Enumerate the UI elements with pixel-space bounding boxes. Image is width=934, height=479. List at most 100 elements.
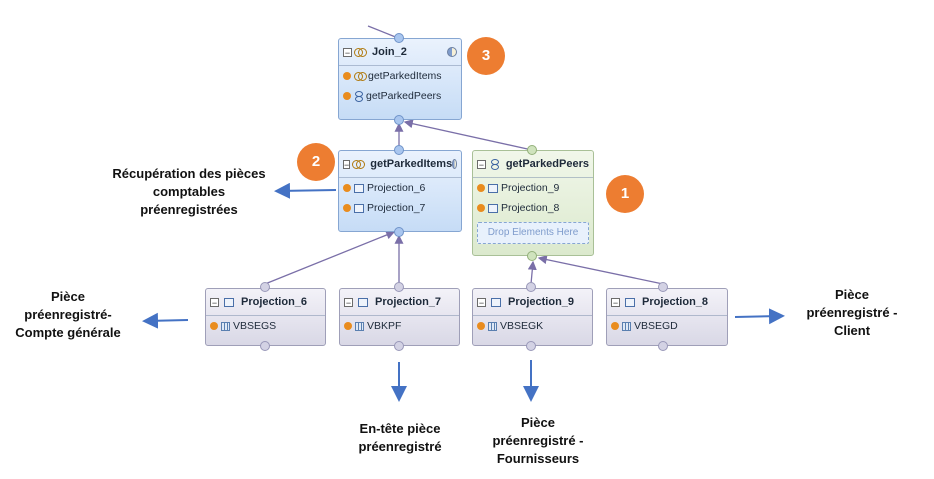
annotation-recuperation: Récupération des pièces comptables préen… <box>104 165 274 219</box>
projection-7-top-port[interactable] <box>394 282 404 292</box>
input-row[interactable]: Projection_7 <box>339 198 461 218</box>
projection-7-node[interactable]: − Projection_7 VBKPF <box>339 288 460 346</box>
join-type-icon <box>452 159 457 169</box>
annotation-line: Compte générale <box>15 325 121 340</box>
projection-8-node[interactable]: − Projection_8 VBSEGD <box>606 288 728 346</box>
join-bottom-port[interactable] <box>394 115 404 125</box>
collapse-icon[interactable]: − <box>477 159 486 170</box>
arrow-recuperation <box>274 182 337 199</box>
annotation-line: Récupération des pièces <box>112 166 266 181</box>
projection-8-bottom-port[interactable] <box>658 341 668 351</box>
collapse-icon[interactable]: − <box>343 47 352 58</box>
join-icon <box>354 47 367 57</box>
node-title: Projection_8 <box>642 296 709 308</box>
table-row[interactable]: VBKPF <box>340 316 459 336</box>
output-dot-icon <box>343 184 351 192</box>
join-input-row[interactable]: getParkedPeers <box>339 86 461 106</box>
annotation-line: Fournisseurs <box>496 451 580 466</box>
node-title: Projection_9 <box>508 296 575 308</box>
projection-icon <box>625 297 635 307</box>
peers-icon <box>354 90 363 102</box>
step-badge-1: 1 <box>606 175 644 213</box>
collapse-icon[interactable]: − <box>210 297 219 308</box>
join-type-icon <box>447 47 457 57</box>
projection-9-top-port[interactable] <box>526 282 536 292</box>
node-title: Join_2 <box>372 46 407 58</box>
projection-icon <box>224 297 234 307</box>
input-row[interactable]: Projection_9 <box>473 178 593 198</box>
row-label: Projection_7 <box>367 202 426 214</box>
step-badge-3: 3 <box>467 37 505 75</box>
row-label: getParkedPeers <box>366 90 442 102</box>
projection-6-node[interactable]: − Projection_6 VBSEGS <box>205 288 326 346</box>
join-icon <box>352 159 366 169</box>
arrow-compte-generale <box>142 312 189 329</box>
table-name: VBSEGK <box>500 320 544 332</box>
annotation-entete: En-tête pièce préenregistré <box>340 420 460 456</box>
annotation-line: préenregistré - <box>806 305 898 320</box>
annotation-line: préenregistrées <box>140 202 238 217</box>
collapse-icon[interactable]: − <box>611 297 620 308</box>
edge-proj6-to-items <box>264 230 396 285</box>
peers-icon <box>490 158 499 170</box>
drop-zone[interactable]: Drop Elements Here <box>477 222 589 244</box>
table-icon <box>355 321 364 331</box>
arrow-client <box>734 308 785 325</box>
parked-items-bottom-port[interactable] <box>394 227 404 237</box>
parked-peers-node[interactable]: − getParkedPeers Projection_9 Projection… <box>472 150 594 256</box>
output-dot-icon <box>477 184 485 192</box>
edge-peers-to-join <box>403 119 533 151</box>
table-icon <box>622 321 631 331</box>
table-icon <box>488 321 497 331</box>
projection-9-bottom-port[interactable] <box>526 341 536 351</box>
projection-8-top-port[interactable] <box>658 282 668 292</box>
output-dot-icon <box>210 322 218 330</box>
input-row[interactable]: Projection_8 <box>473 198 593 218</box>
table-row[interactable]: VBSEGS <box>206 316 325 336</box>
parked-peers-top-port[interactable] <box>527 145 537 155</box>
join-input-row[interactable]: getParkedItems <box>339 66 461 86</box>
join-icon <box>354 71 367 81</box>
projection-icon <box>488 183 498 193</box>
output-dot-icon <box>477 322 485 330</box>
annotation-line: préenregistré <box>358 439 442 454</box>
annotation-compte-generale: Pièce préenregistré- Compte générale <box>6 288 130 342</box>
output-dot-icon <box>344 322 352 330</box>
projection-icon <box>358 297 368 307</box>
join-node[interactable]: − Join_2 getParkedItems getParkedPeers <box>338 38 462 120</box>
output-dot-icon <box>343 204 351 212</box>
annotation-line: Pièce <box>51 289 85 304</box>
output-dot-icon <box>343 92 351 100</box>
projection-6-bottom-port[interactable] <box>260 341 270 351</box>
annotation-line: préenregistré - <box>492 433 584 448</box>
table-name: VBSEGS <box>233 320 277 332</box>
annotation-line: Client <box>833 323 871 338</box>
node-title: Projection_7 <box>375 296 442 308</box>
table-name: VBKPF <box>367 320 402 332</box>
table-row[interactable]: VBSEGD <box>607 316 727 336</box>
projection-7-bottom-port[interactable] <box>394 341 404 351</box>
annotation-line: Pièce <box>835 287 869 302</box>
projection-6-top-port[interactable] <box>260 282 270 292</box>
node-title: Projection_6 <box>241 296 308 308</box>
collapse-icon[interactable]: − <box>343 159 351 170</box>
projection-icon <box>488 203 498 213</box>
parked-items-top-port[interactable] <box>394 145 404 155</box>
row-label: Projection_8 <box>501 202 560 214</box>
collapse-icon[interactable]: − <box>344 297 353 308</box>
step-badge-2: 2 <box>297 143 335 181</box>
edge-proj8-to-peers <box>537 255 664 285</box>
output-dot-icon <box>611 322 619 330</box>
input-row[interactable]: Projection_6 <box>339 178 461 198</box>
join-top-port[interactable] <box>394 33 404 43</box>
edge-top-input <box>367 25 399 39</box>
projection-icon <box>354 183 364 193</box>
table-icon <box>221 321 230 331</box>
table-name: VBSEGD <box>634 320 678 332</box>
projection-9-node[interactable]: − Projection_9 VBSEGK <box>472 288 593 346</box>
parked-peers-bottom-port[interactable] <box>527 251 537 261</box>
collapse-icon[interactable]: − <box>477 297 486 308</box>
table-row[interactable]: VBSEGK <box>473 316 592 336</box>
parked-items-node[interactable]: − getParkedItems Projection_6 Projection… <box>338 150 462 232</box>
